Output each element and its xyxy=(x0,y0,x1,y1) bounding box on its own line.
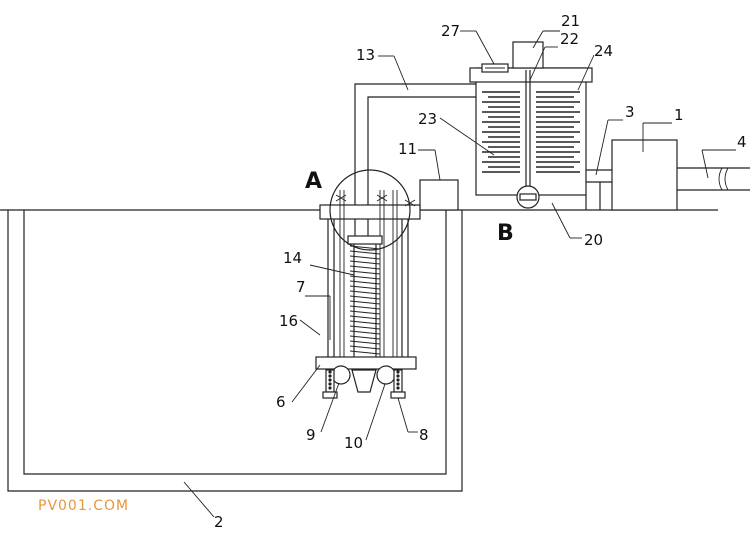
leader-lines xyxy=(183,30,736,518)
label-10: 10 xyxy=(344,434,363,452)
screw-flight xyxy=(349,315,381,320)
screw-conveyor-14 xyxy=(347,235,383,359)
tank-1 xyxy=(611,139,678,211)
screw-flight xyxy=(349,340,381,345)
screw-flight xyxy=(349,285,381,290)
screw-flight xyxy=(349,295,381,300)
screw-flight xyxy=(349,290,381,295)
screw-flight xyxy=(349,245,381,250)
screw-flight xyxy=(349,300,381,305)
screw-flight xyxy=(349,325,381,330)
screw-flight xyxy=(349,270,381,275)
label-6: 6 xyxy=(276,393,286,411)
screw-flight xyxy=(349,275,381,280)
screw-flight xyxy=(349,260,381,265)
separator-vessel xyxy=(469,41,593,209)
label-24: 24 xyxy=(594,42,613,60)
chain-link xyxy=(396,370,400,374)
chain-link xyxy=(396,382,400,386)
screw-flight xyxy=(349,265,381,270)
label-16: 16 xyxy=(279,312,298,330)
screw-flight xyxy=(349,255,381,260)
platform-6 xyxy=(315,356,417,399)
label-14: 14 xyxy=(283,249,302,267)
tank-2 xyxy=(7,210,463,492)
chain-link xyxy=(328,370,332,374)
label-21: 21 xyxy=(561,12,580,30)
pipe-13 xyxy=(354,83,476,250)
pump-box-11 xyxy=(419,179,459,211)
pipe-4 xyxy=(677,167,750,191)
label-2: 2 xyxy=(214,513,224,531)
chain-link xyxy=(396,378,400,382)
chain-link xyxy=(328,378,332,382)
label-11: 11 xyxy=(398,140,417,158)
screw-flight xyxy=(349,345,381,350)
screw-flight xyxy=(349,280,381,285)
outlet-pipe-3 xyxy=(585,169,612,210)
chain-link xyxy=(328,386,332,390)
label-4: 4 xyxy=(737,133,747,151)
detail-circle-a xyxy=(329,169,411,251)
label-20: 20 xyxy=(584,231,603,249)
screw-flight xyxy=(349,305,381,310)
screw-flight xyxy=(349,350,381,355)
chain-link xyxy=(328,382,332,386)
motor-21 xyxy=(512,41,544,69)
baffle-stack xyxy=(482,91,580,173)
lift-frame xyxy=(319,190,421,357)
screw-flight xyxy=(349,310,381,315)
roller-10 xyxy=(376,365,396,385)
label-13: 13 xyxy=(356,46,375,64)
screw-flight xyxy=(349,330,381,335)
label-3: 3 xyxy=(625,103,635,121)
label-7: 7 xyxy=(296,278,306,296)
label-22: 22 xyxy=(560,30,579,48)
watermark-text: PV001.COM xyxy=(38,498,130,514)
chain-link xyxy=(396,386,400,390)
screw-flight xyxy=(349,335,381,340)
screw-flight xyxy=(349,250,381,255)
screw-flight xyxy=(349,320,381,325)
label-8: 8 xyxy=(419,426,429,444)
chain-link xyxy=(328,374,332,378)
label-detail-b: B xyxy=(497,221,514,246)
label-27: 27 xyxy=(441,22,460,40)
label-23: 23 xyxy=(418,110,437,128)
label-9: 9 xyxy=(306,426,316,444)
label-detail-a: A xyxy=(305,169,322,194)
roller-9 xyxy=(331,365,351,385)
label-1: 1 xyxy=(674,106,684,124)
chain-link xyxy=(396,374,400,378)
